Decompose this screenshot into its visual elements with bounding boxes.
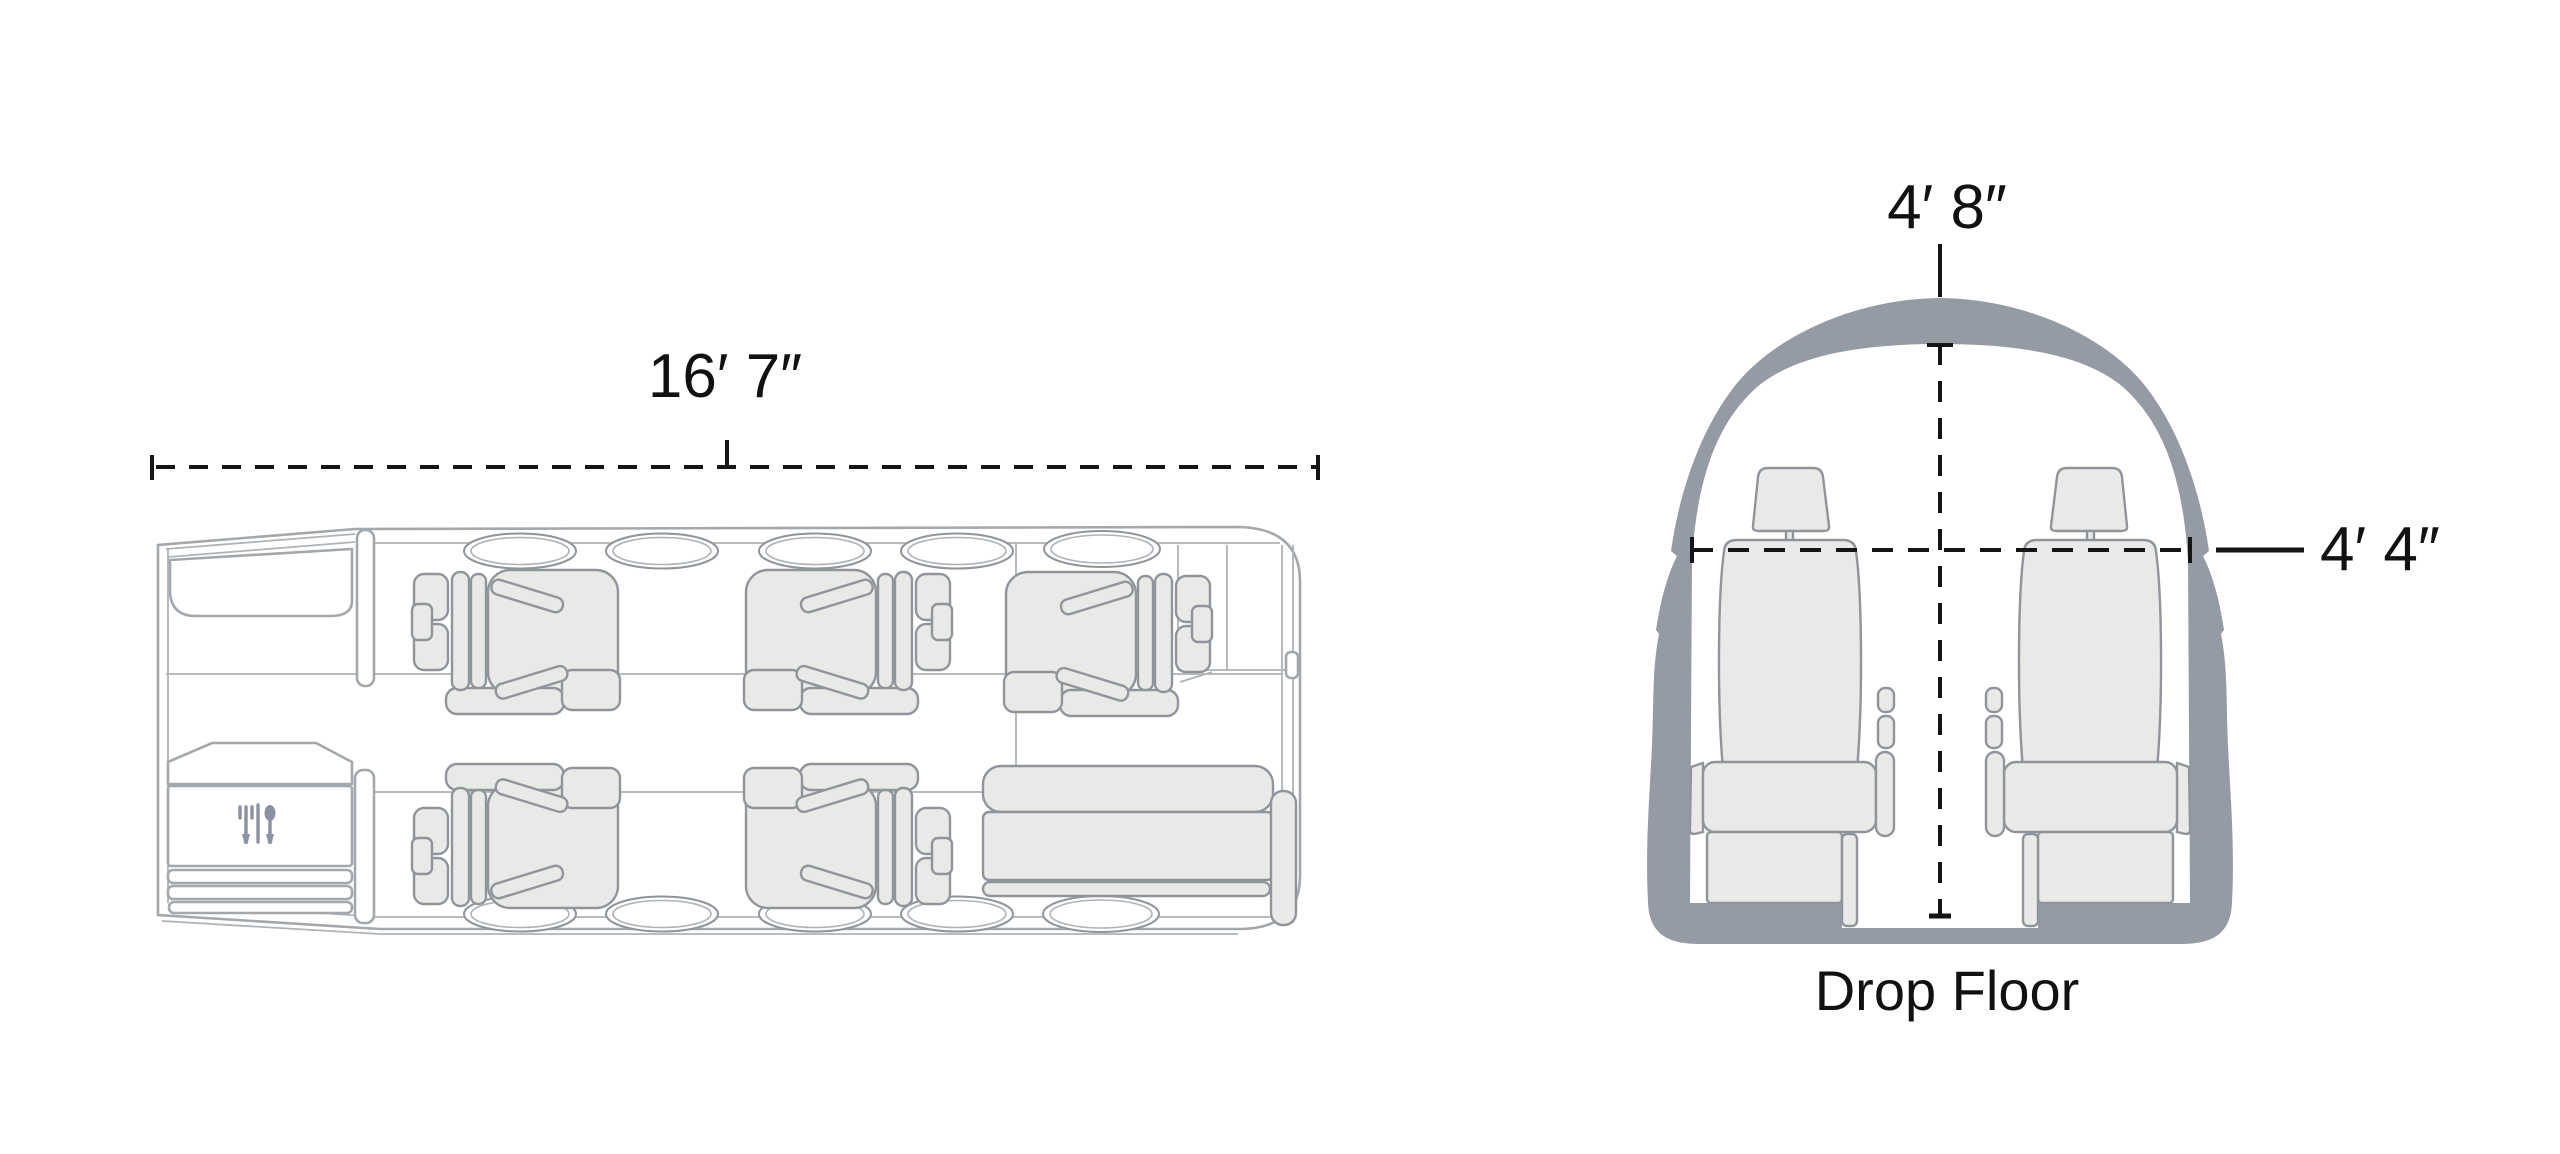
height-dimension — [1927, 244, 1953, 919]
width-dimension — [1690, 537, 2304, 563]
forward-divider-pillar — [355, 528, 376, 688]
utensils-icon — [238, 803, 276, 844]
galley-cabinet — [166, 741, 354, 915]
cockpit-closet — [165, 533, 356, 618]
cabin-windows-bottom — [463, 895, 1160, 933]
galley-divider-pillar — [353, 768, 376, 925]
floor-plan: 16′ 7″ — [150, 342, 1320, 935]
section-seat-left — [1688, 466, 1896, 928]
drop-floor-label: Drop Floor — [1815, 959, 2080, 1022]
cross-section: 4′ 8″ 4′ 4″ Drop Floor — [1647, 173, 2440, 1022]
cabin-width-label: 4′ 4″ — [2320, 515, 2440, 584]
cabin-height-label: 4′ 8″ — [1887, 173, 2007, 242]
length-dimension-line — [150, 440, 1320, 480]
cabin-windows-top — [463, 530, 1161, 570]
section-seat-right — [1984, 466, 2192, 928]
cabin-length-label: 16′ 7″ — [648, 342, 802, 411]
divan-bench — [981, 764, 1298, 927]
